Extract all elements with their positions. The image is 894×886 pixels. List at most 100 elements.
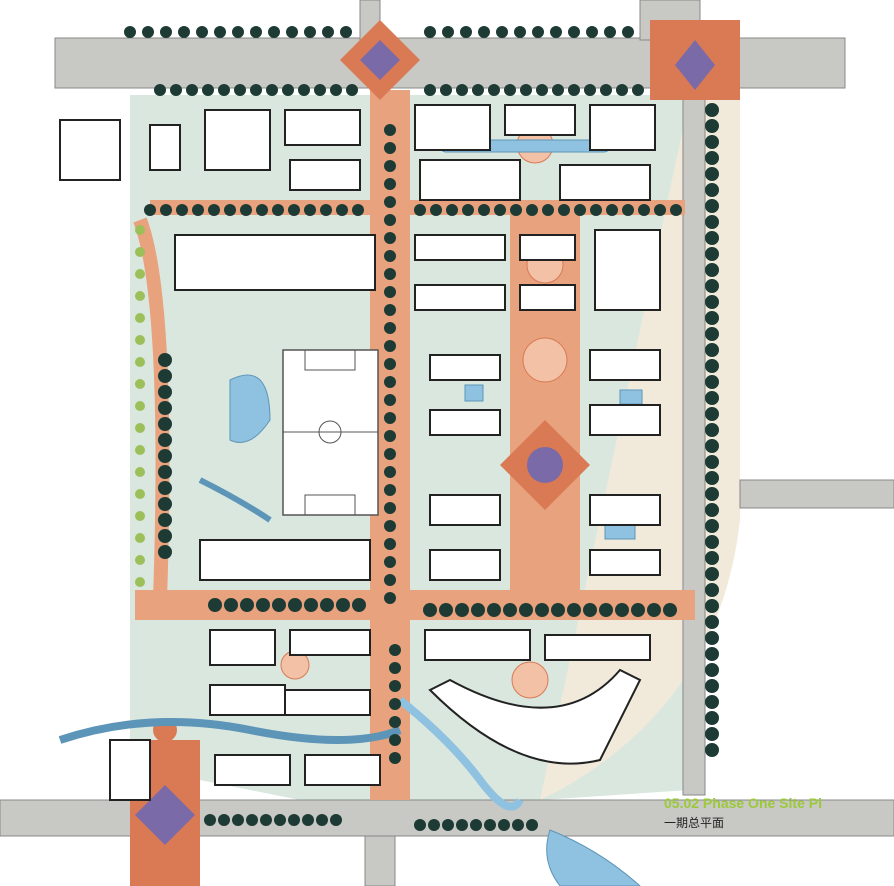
tree — [705, 311, 719, 325]
tree — [705, 551, 719, 565]
building — [209, 629, 276, 666]
tree — [272, 598, 286, 612]
tree — [705, 231, 719, 245]
tree — [330, 84, 342, 96]
tree — [384, 592, 396, 604]
tree — [266, 84, 278, 96]
tree — [202, 84, 214, 96]
tree — [192, 204, 204, 216]
tree — [705, 327, 719, 341]
tree — [526, 204, 538, 216]
tree — [256, 598, 270, 612]
tree — [158, 497, 172, 511]
tree — [186, 84, 198, 96]
tree — [268, 26, 280, 38]
tree — [442, 26, 454, 38]
building — [149, 124, 181, 171]
tree — [208, 204, 220, 216]
building — [589, 349, 661, 381]
tree — [196, 26, 208, 38]
tree — [414, 204, 426, 216]
plan-subtitle: 一期总平面 — [664, 816, 725, 830]
tree — [389, 644, 401, 656]
tree — [384, 484, 396, 496]
tree — [705, 215, 719, 229]
building — [429, 354, 501, 381]
tree — [135, 555, 145, 565]
tree — [532, 26, 544, 38]
tree — [424, 84, 436, 96]
tree — [460, 26, 472, 38]
tree — [320, 598, 334, 612]
tree — [478, 204, 490, 216]
tree — [663, 603, 677, 617]
tree — [455, 603, 469, 617]
tree — [504, 84, 516, 96]
tree — [384, 502, 396, 514]
tree — [389, 680, 401, 692]
tree — [496, 26, 508, 38]
tree — [414, 819, 426, 831]
building — [589, 404, 661, 436]
tree — [314, 84, 326, 96]
tree — [705, 487, 719, 501]
tree — [322, 26, 334, 38]
curved-building — [428, 668, 642, 765]
tree — [240, 598, 254, 612]
tree — [384, 304, 396, 316]
tree — [384, 448, 396, 460]
tree — [389, 752, 401, 764]
tree — [389, 662, 401, 674]
tree — [384, 178, 396, 190]
tree — [514, 26, 526, 38]
tree — [135, 511, 145, 521]
tree — [705, 359, 719, 373]
building — [589, 494, 661, 526]
building — [519, 284, 576, 311]
building — [214, 754, 291, 786]
tree — [158, 449, 172, 463]
tree — [135, 489, 145, 499]
tree — [256, 204, 268, 216]
tree — [384, 214, 396, 226]
tree — [384, 142, 396, 154]
tree — [428, 819, 440, 831]
tree — [304, 598, 318, 612]
tree — [705, 455, 719, 469]
tree — [705, 535, 719, 549]
tree — [135, 335, 145, 345]
tree — [567, 603, 581, 617]
building — [289, 159, 361, 191]
tree — [705, 471, 719, 485]
tree — [647, 603, 661, 617]
tree — [232, 26, 244, 38]
tree — [298, 84, 310, 96]
tree — [384, 340, 396, 352]
tree — [135, 379, 145, 389]
tree — [204, 814, 216, 826]
tree — [705, 119, 719, 133]
tree — [178, 26, 190, 38]
tree — [705, 183, 719, 197]
tree — [494, 204, 506, 216]
tree — [274, 814, 286, 826]
tree — [705, 343, 719, 357]
tree — [705, 423, 719, 437]
tree — [705, 167, 719, 181]
tree — [705, 711, 719, 725]
tree — [631, 603, 645, 617]
water — [58, 139, 643, 886]
tree — [208, 598, 222, 612]
tree — [484, 819, 496, 831]
tree — [600, 84, 612, 96]
tree — [632, 84, 644, 96]
tree — [568, 84, 580, 96]
tree — [705, 743, 719, 757]
tree — [135, 225, 145, 235]
tree — [536, 84, 548, 96]
tree — [135, 533, 145, 543]
tree — [170, 84, 182, 96]
tree — [462, 204, 474, 216]
tree — [250, 84, 262, 96]
